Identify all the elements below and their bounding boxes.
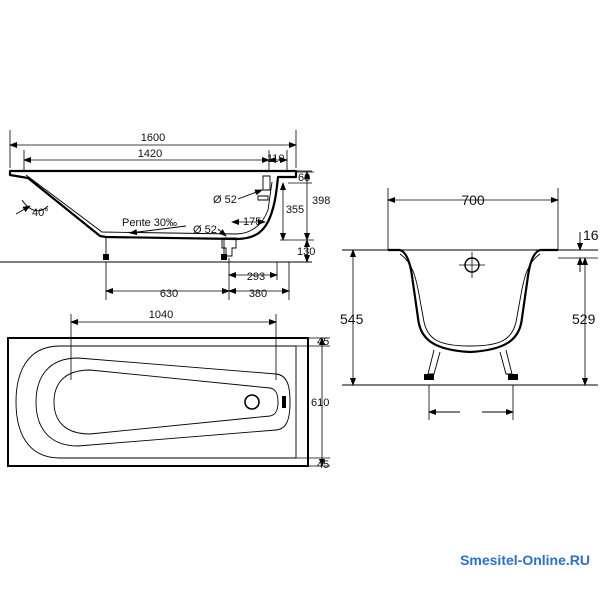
dim-1420: 1420	[138, 148, 162, 160]
plan-basin	[35, 357, 291, 447]
dim-355: 355	[286, 204, 304, 216]
dim-angle-40: 40°	[32, 207, 49, 219]
plan-view: 1040 45 610 45	[7, 309, 330, 471]
dim-380: 380	[249, 288, 267, 300]
side-tub-outline	[8, 169, 298, 241]
dim-110: 110	[267, 153, 285, 165]
angle-arc	[21, 199, 49, 212]
dim-545: 545	[340, 311, 364, 327]
section-leg-left	[424, 349, 441, 380]
dim-398: 398	[312, 195, 330, 207]
side-view: 1600 1420 110 40° Pente 30‰ Ø 52 Ø 52 17…	[0, 130, 330, 300]
dim-175: 175	[243, 216, 261, 228]
drain-fitting	[221, 237, 237, 257]
plan-drain	[244, 394, 260, 410]
section-leg-right	[499, 349, 518, 380]
section-inner-shell	[399, 253, 541, 347]
plan-outer-rim	[7, 337, 309, 467]
side-foot-right	[221, 240, 227, 260]
dim-45-bottom: 45	[317, 459, 329, 471]
dim-1040: 1040	[149, 309, 173, 321]
dim-700: 700	[461, 192, 485, 208]
dim-293: 293	[247, 271, 265, 283]
dim-529: 529	[572, 311, 596, 327]
dim-130: 130	[297, 246, 315, 258]
cross-section: 700 16 545 529	[340, 188, 599, 420]
side-inner-shell	[25, 174, 273, 235]
watermark: Smesitel-Online.RU	[460, 552, 590, 568]
side-foot-left	[103, 238, 109, 260]
plan-basin-floor	[53, 369, 279, 435]
overflow-fitting	[257, 175, 271, 201]
plan-overflow	[282, 396, 286, 408]
dim-diameter-top: Ø 52	[213, 194, 237, 206]
dim-16: 16	[583, 227, 599, 243]
slope-arrow	[129, 225, 187, 236]
dim-630: 630	[160, 288, 178, 300]
dim-1600: 1600	[141, 132, 165, 144]
dim-diameter-bottom: Ø 52	[193, 224, 217, 236]
dim-60: 60	[298, 172, 310, 184]
dim-610: 610	[311, 397, 329, 409]
slope-label: Pente 30‰	[122, 217, 177, 229]
dim-45-top: 45	[317, 336, 329, 348]
plan-inner-rim	[15, 345, 297, 459]
